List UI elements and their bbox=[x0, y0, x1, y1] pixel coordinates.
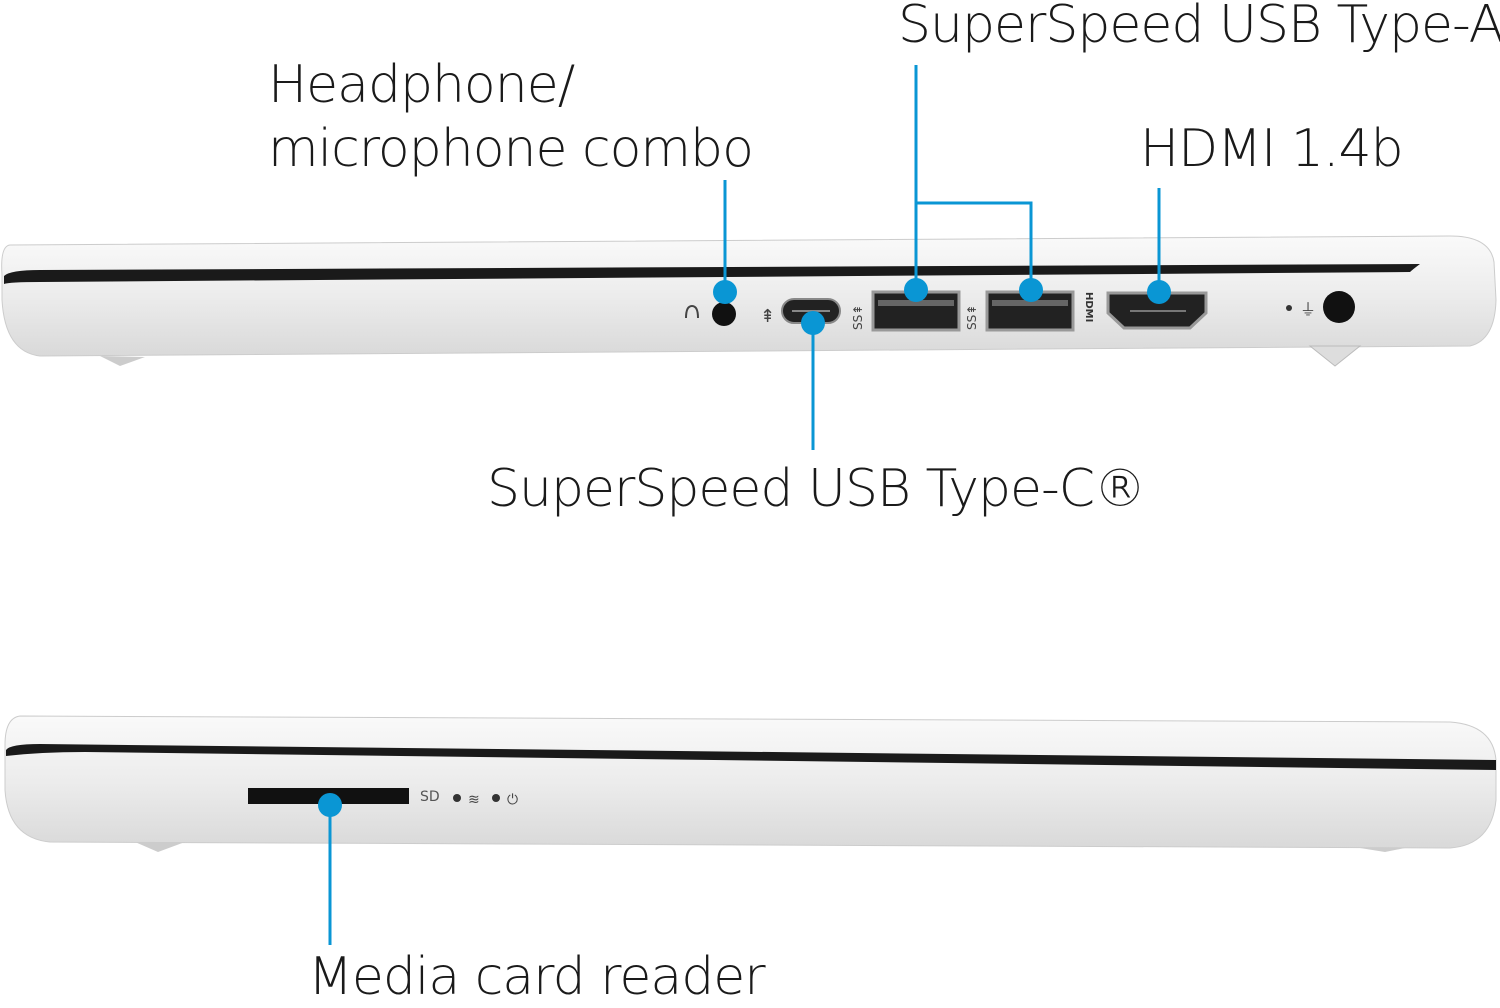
power-plug-icon: ⏚ bbox=[1300, 300, 1316, 319]
usb-a-label: SuperSpeed USB Type-A bbox=[898, 0, 1500, 55]
usb-icon: ⇞ bbox=[760, 306, 775, 327]
headphone-port bbox=[685, 302, 736, 326]
usb-c-label: SuperSpeed USB Type-C® bbox=[487, 459, 1146, 519]
svg-text:SS⇞: SS⇞ bbox=[851, 305, 865, 330]
media-card-label: Media card reader bbox=[308, 947, 766, 1007]
laptop-right-side-view: ≋ ⏻ bbox=[4, 715, 1497, 852]
headphone-label-line1: Headphone/ bbox=[268, 55, 575, 115]
sd-mark: SD bbox=[420, 789, 440, 805]
callout-lines bbox=[328, 65, 1161, 945]
power-icon: ⏻ bbox=[507, 792, 518, 808]
storage-icon: ≋ bbox=[468, 792, 480, 808]
laptop-left-side-view: ⇞ SS⇞ SS⇞ HDMI ⏚ bbox=[1, 235, 1497, 367]
callout-dots bbox=[318, 278, 1171, 817]
hdmi-mark: HDMI bbox=[1083, 292, 1094, 322]
headphone-label-line2: microphone combo bbox=[268, 119, 754, 179]
power-port bbox=[1323, 291, 1355, 323]
svg-text:SS⇞: SS⇞ bbox=[965, 305, 979, 330]
hdmi-label: HDMI 1.4b bbox=[1140, 119, 1404, 179]
